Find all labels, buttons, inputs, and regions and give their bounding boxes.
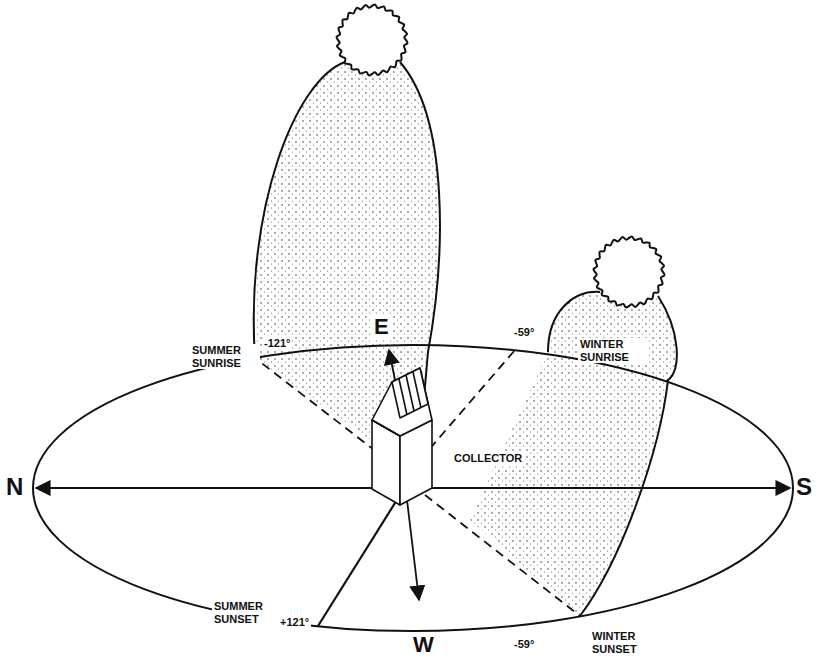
winter-sunrise-line: [420, 350, 515, 460]
summer-sunset-line: [318, 495, 400, 626]
direction-label: COLLECTOR: [452, 452, 524, 465]
direction-label: +121°: [278, 616, 311, 629]
compass-letter: N: [4, 473, 25, 501]
compass-letter: E: [372, 314, 391, 339]
direction-label: -121°: [262, 337, 292, 350]
direction-label: WINTER SUNSET: [590, 630, 660, 655]
winter-sunset-line: [425, 495, 580, 616]
sun-symbol: [337, 5, 408, 76]
direction-label: -59°: [512, 326, 536, 339]
direction-label: WINTER SUNRISE: [578, 338, 648, 363]
summer-arc: [254, 62, 440, 488]
compass-letter: S: [794, 473, 814, 501]
west-arrow: [407, 500, 419, 600]
direction-label: SUMMER SUNRISE: [190, 344, 260, 369]
sun-symbol: [594, 237, 665, 308]
collector-building: [372, 368, 432, 505]
horizon-ellipse: [33, 345, 793, 631]
compass-letter: W: [411, 632, 436, 657]
summer-sun-path: [254, 62, 440, 470]
direction-label: -59°: [512, 638, 536, 651]
direction-label: SUMMER SUNSET: [212, 600, 278, 625]
winter-arc: [548, 292, 677, 616]
